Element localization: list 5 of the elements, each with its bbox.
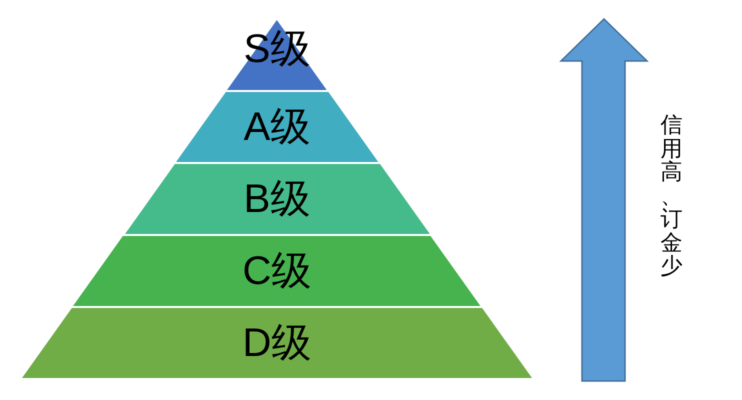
tier-label: D级 <box>242 321 312 365</box>
arrow-caption: 信用高、订金少 <box>660 113 683 278</box>
tier-label: C级 <box>242 249 312 293</box>
tier-label: B级 <box>244 177 310 221</box>
tier-label: A级 <box>244 105 310 149</box>
